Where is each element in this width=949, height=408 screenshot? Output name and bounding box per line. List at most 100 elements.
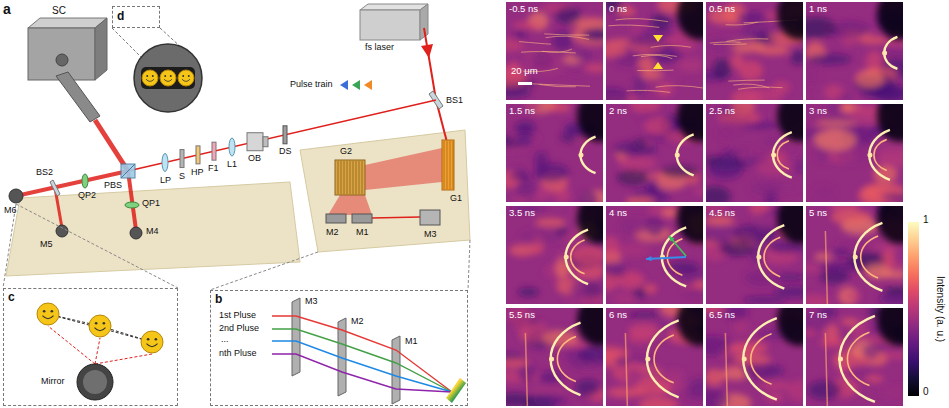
grating-groove (450, 141, 451, 189)
grating-groove (350, 161, 351, 194)
shock-front (854, 223, 882, 291)
spectrum (446, 378, 466, 403)
image-frame-picture (506, 308, 603, 406)
quarter-wave-plate (125, 202, 139, 208)
filament (627, 90, 671, 92)
plasma-spot (853, 254, 858, 259)
grating-groove (453, 141, 454, 189)
texture-blob (555, 7, 581, 25)
time-stamp: 5 ns (809, 208, 827, 218)
filament (710, 42, 741, 43)
smiley-icon (141, 331, 163, 353)
texture-blob (606, 87, 629, 100)
texture-blob (880, 352, 903, 359)
filament (519, 42, 551, 45)
time-stamp: 2.5 ns (709, 106, 735, 116)
smiley-face (142, 70, 158, 86)
filament (728, 80, 764, 81)
texture-blob (534, 163, 569, 182)
laser-front (360, 10, 420, 40)
mirror-plate (392, 336, 400, 404)
component-label: G2 (340, 147, 352, 157)
dispersed-beam (365, 148, 442, 190)
plasma-spot (882, 50, 887, 55)
image-frame: 5.5 ns (506, 308, 603, 406)
filament (633, 54, 677, 56)
smiley-face (89, 315, 111, 337)
smiley-eye (188, 75, 190, 77)
texture-blob (606, 236, 619, 256)
filament (542, 49, 572, 52)
scale-bar (518, 82, 532, 85)
grating-groove (362, 161, 363, 194)
secondary-front (725, 333, 727, 406)
filament (656, 86, 703, 89)
texture-blob (884, 287, 903, 294)
texture-blob (513, 21, 543, 28)
time-stamp: 4 ns (609, 208, 627, 218)
filament (608, 25, 659, 27)
component-label: fs laser (365, 43, 394, 53)
texture-blob (713, 58, 732, 79)
time-stamp: 0.5 ns (709, 4, 735, 14)
texture-blob (693, 280, 703, 287)
mirror-disc (9, 189, 23, 203)
laser-side (420, 4, 428, 40)
component-label: PBS (104, 181, 122, 191)
smiley-eye (43, 310, 46, 313)
lens (229, 138, 235, 156)
texture-blob (733, 318, 748, 335)
shock-front (839, 316, 874, 402)
smiley-mouth (182, 79, 190, 81)
texture-blob (847, 292, 861, 301)
part-label: 1st Pluse (219, 311, 256, 321)
grating-groove (347, 161, 348, 194)
leader-line (468, 240, 470, 290)
texture-blob (720, 149, 737, 162)
image-frame-picture (706, 104, 803, 202)
component-label: LP (160, 176, 171, 186)
shock-front (861, 236, 878, 278)
reflection-ray (95, 354, 152, 364)
pointer-arrow (646, 257, 686, 259)
plasma-spot (838, 356, 843, 361)
texture-blob (663, 66, 680, 83)
component-label: QP2 (78, 191, 96, 201)
plasma-spot (578, 152, 583, 157)
texture-blob (862, 344, 878, 360)
texture-blob (606, 262, 626, 275)
sc-beam (95, 120, 128, 171)
time-stamp: 7 ns (809, 310, 827, 320)
texture-blob (633, 138, 648, 151)
optical-table (6, 182, 300, 276)
grating-groove (341, 161, 342, 194)
texture-blob (579, 190, 598, 202)
smiley-mouth (147, 344, 158, 347)
texture-blob (706, 369, 725, 386)
beam-splitter (50, 180, 60, 196)
secondary-front (825, 231, 827, 304)
image-frame: 0 ns (606, 2, 703, 100)
inset-panel: b1st Pluse2nd Pluse...nth PluseM3M2M1 (210, 290, 468, 406)
image-frame-picture (606, 2, 703, 100)
source-side (95, 18, 107, 80)
component-label: L1 (227, 160, 237, 170)
target-shadow (877, 104, 903, 142)
time-stamp: 1.5 ns (509, 106, 535, 116)
component-label: M3 (424, 230, 437, 240)
texture-blob (506, 393, 533, 406)
component-label: HP (191, 168, 204, 178)
image-frame-picture (806, 2, 903, 100)
texture-blob (787, 380, 803, 401)
zoom-circle (134, 44, 202, 112)
arrow-head (646, 256, 652, 261)
target-shadow (777, 308, 803, 346)
target-shadow (677, 206, 703, 244)
pulse-beam (128, 100, 436, 171)
colorbar-label: Intensity (a. u.) (935, 276, 946, 342)
texture-blob (627, 331, 654, 344)
image-frame-picture (806, 206, 903, 304)
grating-groove (356, 161, 357, 194)
component-label: SC (52, 5, 66, 16)
leader-line (3, 204, 16, 288)
